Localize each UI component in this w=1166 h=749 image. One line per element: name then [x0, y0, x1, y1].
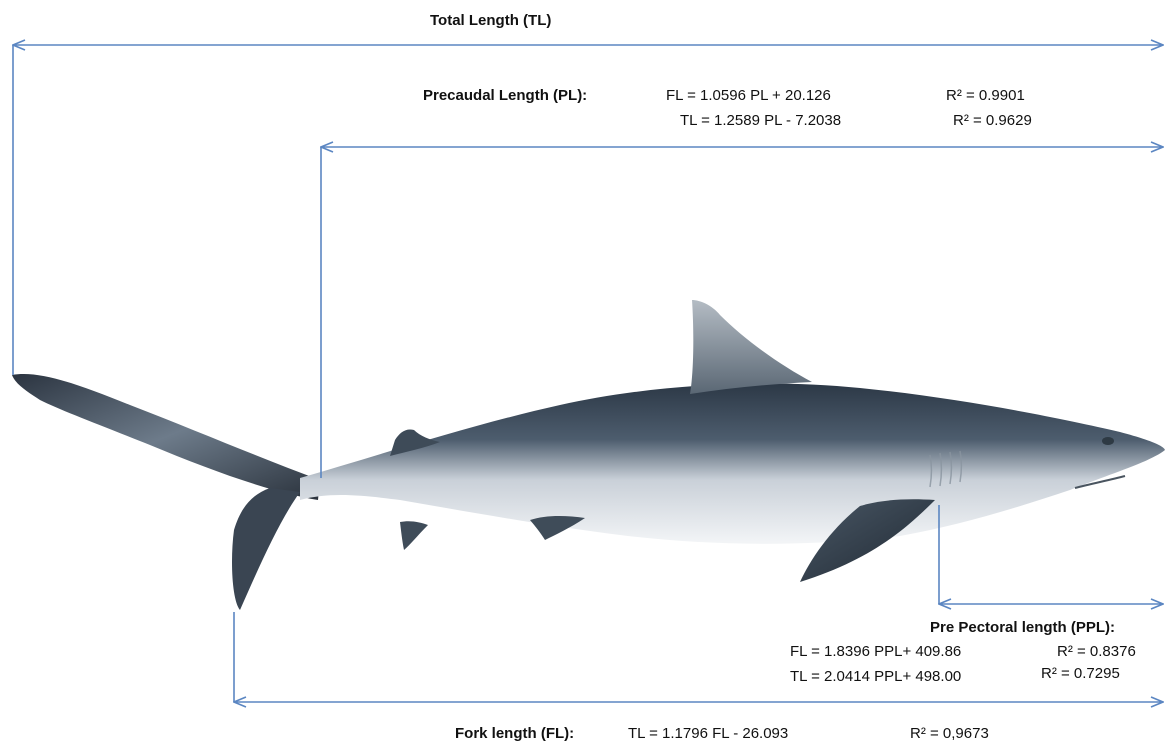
precaudal-fl-equation: FL = 1.0596 PL + 20.126 — [666, 88, 831, 103]
pre-pectoral-tl-r2: R² = 0.7295 — [1041, 666, 1120, 681]
measurement-lines — [13, 45, 1163, 702]
pre-pectoral-tl-equation: TL = 2.0414 PPL+ 498.00 — [790, 669, 961, 684]
pre-pectoral-fl-equation: FL = 1.8396 PPL+ 409.86 — [790, 644, 961, 659]
pre-pectoral-fl-r2: R² = 0.8376 — [1057, 644, 1136, 659]
fork-length-label: Fork length (FL): — [455, 726, 574, 741]
dorsal-fin — [690, 300, 812, 394]
precaudal-tl-r2: R² = 0.9629 — [953, 113, 1032, 128]
shark-eye — [1102, 437, 1114, 445]
precaudal-length-label: Precaudal Length (PL): — [423, 88, 587, 103]
precaudal-fl-r2: R² = 0.9901 — [946, 88, 1025, 103]
anal-fin — [400, 521, 428, 550]
caudal-fin-lower — [232, 488, 300, 610]
total-length-label: Total Length (TL) — [430, 13, 551, 28]
precaudal-tl-equation: TL = 1.2589 PL - 7.2038 — [680, 113, 841, 128]
pre-pectoral-length-label: Pre Pectoral length (PPL): — [930, 620, 1115, 635]
fork-tl-r2: R² = 0,9673 — [910, 726, 989, 741]
shark-body — [300, 383, 1165, 543]
shark-illustration — [12, 300, 1165, 610]
fork-tl-equation: TL = 1.1796 FL - 26.093 — [628, 726, 788, 741]
caudal-fin-upper — [12, 374, 320, 500]
